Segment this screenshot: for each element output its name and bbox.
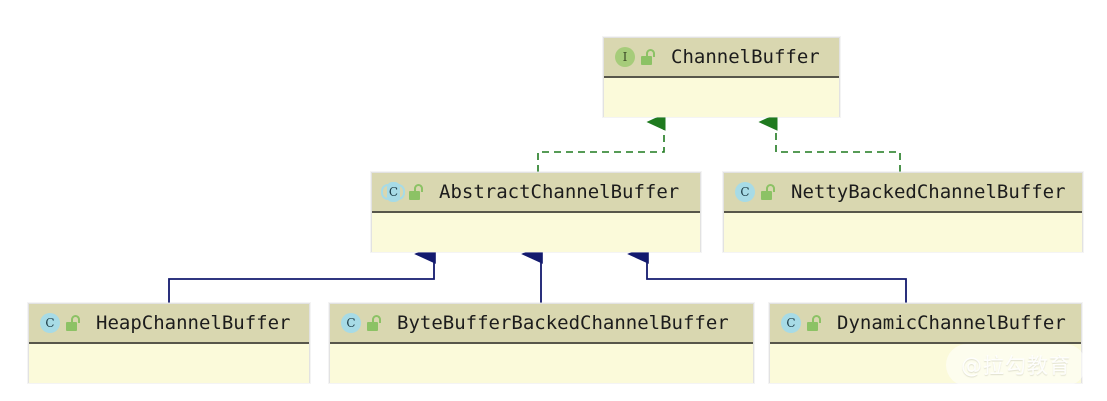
class-stereotype-icon: C — [780, 312, 802, 334]
uml-class-name: HeapChannelBuffer — [96, 312, 291, 334]
edge-implements-abstract-to-channelbuffer — [537, 113, 666, 172]
uml-class-name: NettyBackedChannelBuffer — [791, 181, 1066, 203]
unlocked-padlock-icon — [367, 314, 383, 332]
unlocked-padlock-icon — [66, 314, 82, 332]
uml-class-abstract-channel-buffer[interactable]: C AbstractChannelBuffer — [371, 172, 701, 252]
uml-class-header: C HeapChannelBuffer — [29, 304, 309, 344]
uml-class-header: C DynamicChannelBuffer — [770, 304, 1081, 344]
uml-class-header: I ChannelBuffer — [604, 38, 839, 78]
class-stereotype-icon: C — [734, 181, 756, 203]
edge-extends-heap-to-abstract — [168, 244, 436, 303]
interface-stereotype-icon: I — [614, 46, 636, 68]
watermark: @拉勾教育 — [946, 344, 1086, 386]
unlocked-padlock-icon — [761, 183, 777, 201]
uml-class-name: ByteBufferBackedChannelBuffer — [397, 312, 729, 334]
unlocked-padlock-icon — [641, 48, 657, 66]
uml-class-header: C ByteBufferBackedChannelBuffer — [330, 304, 753, 344]
uml-class-name: AbstractChannelBuffer — [439, 181, 680, 203]
uml-class-members-compartment — [330, 344, 753, 383]
uml-class-netty-backed-channel-buffer[interactable]: C NettyBackedChannelBuffer — [723, 172, 1083, 252]
edge-extends-dynamic-to-abstract — [627, 244, 907, 303]
unlocked-padlock-icon — [807, 314, 823, 332]
class-stereotype-icon: C — [39, 312, 61, 334]
uml-class-name: DynamicChannelBuffer — [837, 312, 1066, 334]
uml-class-members-compartment — [372, 213, 700, 252]
uml-class-header: C NettyBackedChannelBuffer — [724, 173, 1082, 213]
uml-class-heap-channel-buffer[interactable]: C HeapChannelBuffer — [28, 303, 310, 383]
uml-class-members-compartment — [604, 78, 839, 117]
uml-class-members-compartment — [724, 213, 1082, 252]
class-stereotype-icon: C — [340, 312, 362, 334]
uml-class-channel-buffer[interactable]: I ChannelBuffer — [603, 37, 840, 117]
uml-class-members-compartment — [29, 344, 309, 383]
uml-class-byte-buffer-backed-channel-buffer[interactable]: C ByteBufferBackedChannelBuffer — [329, 303, 754, 383]
uml-class-dynamic-channel-buffer[interactable]: C DynamicChannelBuffer — [769, 303, 1082, 383]
edge-implements-netty-to-channelbuffer — [758, 113, 901, 172]
uml-class-name: ChannelBuffer — [671, 46, 820, 68]
uml-class-header: C AbstractChannelBuffer — [372, 173, 700, 213]
abstract-class-stereotype-icon: C — [381, 181, 405, 203]
unlocked-padlock-icon — [409, 183, 425, 201]
